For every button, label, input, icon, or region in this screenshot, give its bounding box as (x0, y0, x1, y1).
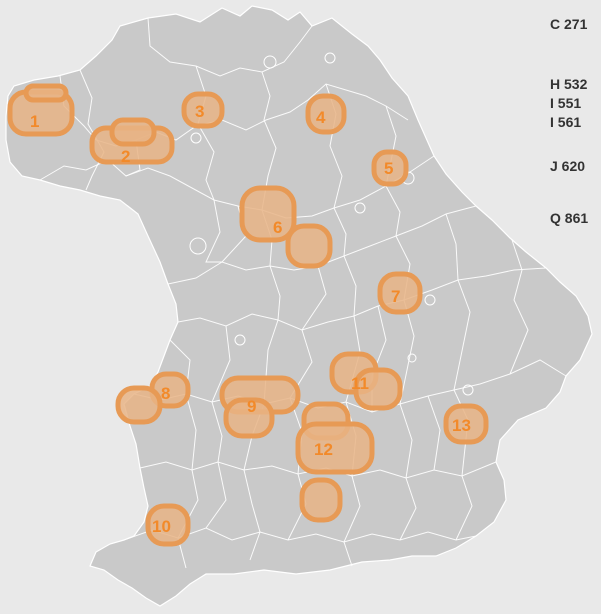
cluster-label-6: 6 (273, 218, 282, 237)
cluster-label-4: 4 (316, 108, 326, 127)
legend-item: Q 861 (550, 210, 589, 226)
cluster-label-12: 12 (314, 440, 333, 459)
cluster-3 (181, 91, 225, 129)
legend-item: H 532 (550, 76, 588, 92)
cluster-7 (377, 271, 423, 315)
cluster-label-5: 5 (384, 159, 393, 178)
cluster-4 (305, 93, 347, 135)
cluster-13 (443, 403, 489, 445)
cluster-label-1: 1 (30, 112, 39, 131)
cluster-5 (371, 149, 409, 187)
cluster-labels: 1 2 3 4 5 6 7 8 9 10 11 12 13 (30, 102, 471, 536)
legend-item: J 620 (550, 158, 586, 174)
cluster-label-7: 7 (391, 287, 400, 306)
cluster-9 (219, 375, 301, 439)
cluster-label-2: 2 (121, 147, 130, 166)
cluster-8 (115, 371, 191, 425)
cluster-6 (239, 185, 333, 269)
legend-item: I 561 (550, 114, 582, 130)
cluster-label-3: 3 (195, 102, 204, 121)
city-enclaves (189, 52, 474, 396)
cluster-10 (145, 503, 191, 547)
cluster-12 (295, 401, 375, 523)
cluster-label-10: 10 (152, 517, 171, 536)
cluster-11 (329, 351, 403, 411)
bavaria-shape (5, 5, 593, 607)
legend-item: I 551 (550, 95, 582, 111)
cluster-label-13: 13 (452, 416, 471, 435)
cluster-label-9: 9 (247, 397, 256, 416)
cluster-2 (89, 117, 175, 165)
cluster-highlights (7, 83, 489, 547)
cluster-label-8: 8 (161, 384, 170, 403)
legend-item: C 271 (550, 16, 588, 32)
cluster-1 (7, 83, 75, 137)
cluster-label-11: 11 (351, 374, 369, 393)
